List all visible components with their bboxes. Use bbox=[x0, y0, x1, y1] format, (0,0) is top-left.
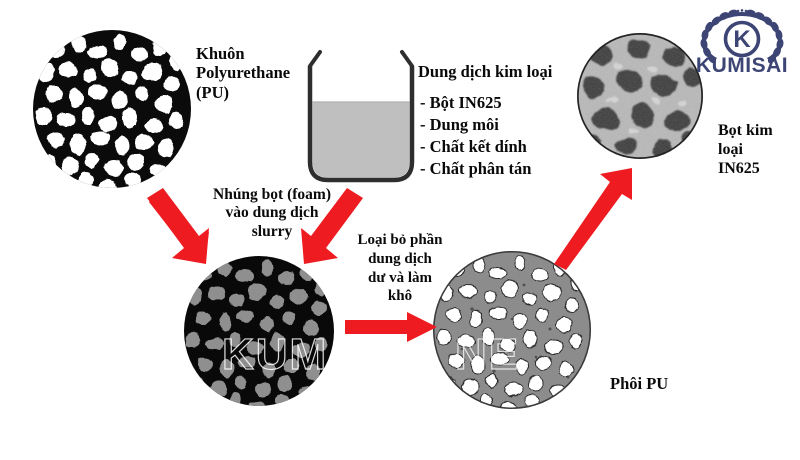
label-dip-step: Nhúng bọt (foam) vào dung dịch slurry bbox=[213, 186, 331, 240]
dipped-foam-circle bbox=[184, 256, 334, 406]
label-pu-billet: Phôi PU bbox=[610, 374, 669, 393]
arrow-right-icon bbox=[345, 312, 437, 342]
logo-wordmark: KUMISAI bbox=[696, 54, 788, 74]
label-solution-items: - Bột IN625 - Dung môi - Chất kết dính -… bbox=[420, 93, 532, 178]
slurry-beaker bbox=[307, 50, 415, 183]
pu-billet-circle bbox=[433, 251, 591, 409]
logo-monogram: K bbox=[733, 26, 751, 53]
pu-foam-circle bbox=[33, 30, 191, 188]
arrow-down-right-icon bbox=[147, 188, 209, 264]
arrow-up-right-icon bbox=[554, 168, 632, 270]
label-solution-title: Dung dịch kim loại bbox=[418, 62, 553, 81]
label-pu-mold: Khuôn Polyurethane (PU) bbox=[196, 44, 291, 102]
metal-foam-circle bbox=[577, 33, 703, 159]
kumisai-logo: K KUMISAI bbox=[690, 8, 794, 74]
label-metal-foam: Bọt kim loại IN625 bbox=[718, 122, 773, 177]
arrow-down-left-icon bbox=[301, 188, 363, 264]
label-remove-step: Loại bỏ phần dung dịch dư và làm khô bbox=[357, 232, 443, 305]
